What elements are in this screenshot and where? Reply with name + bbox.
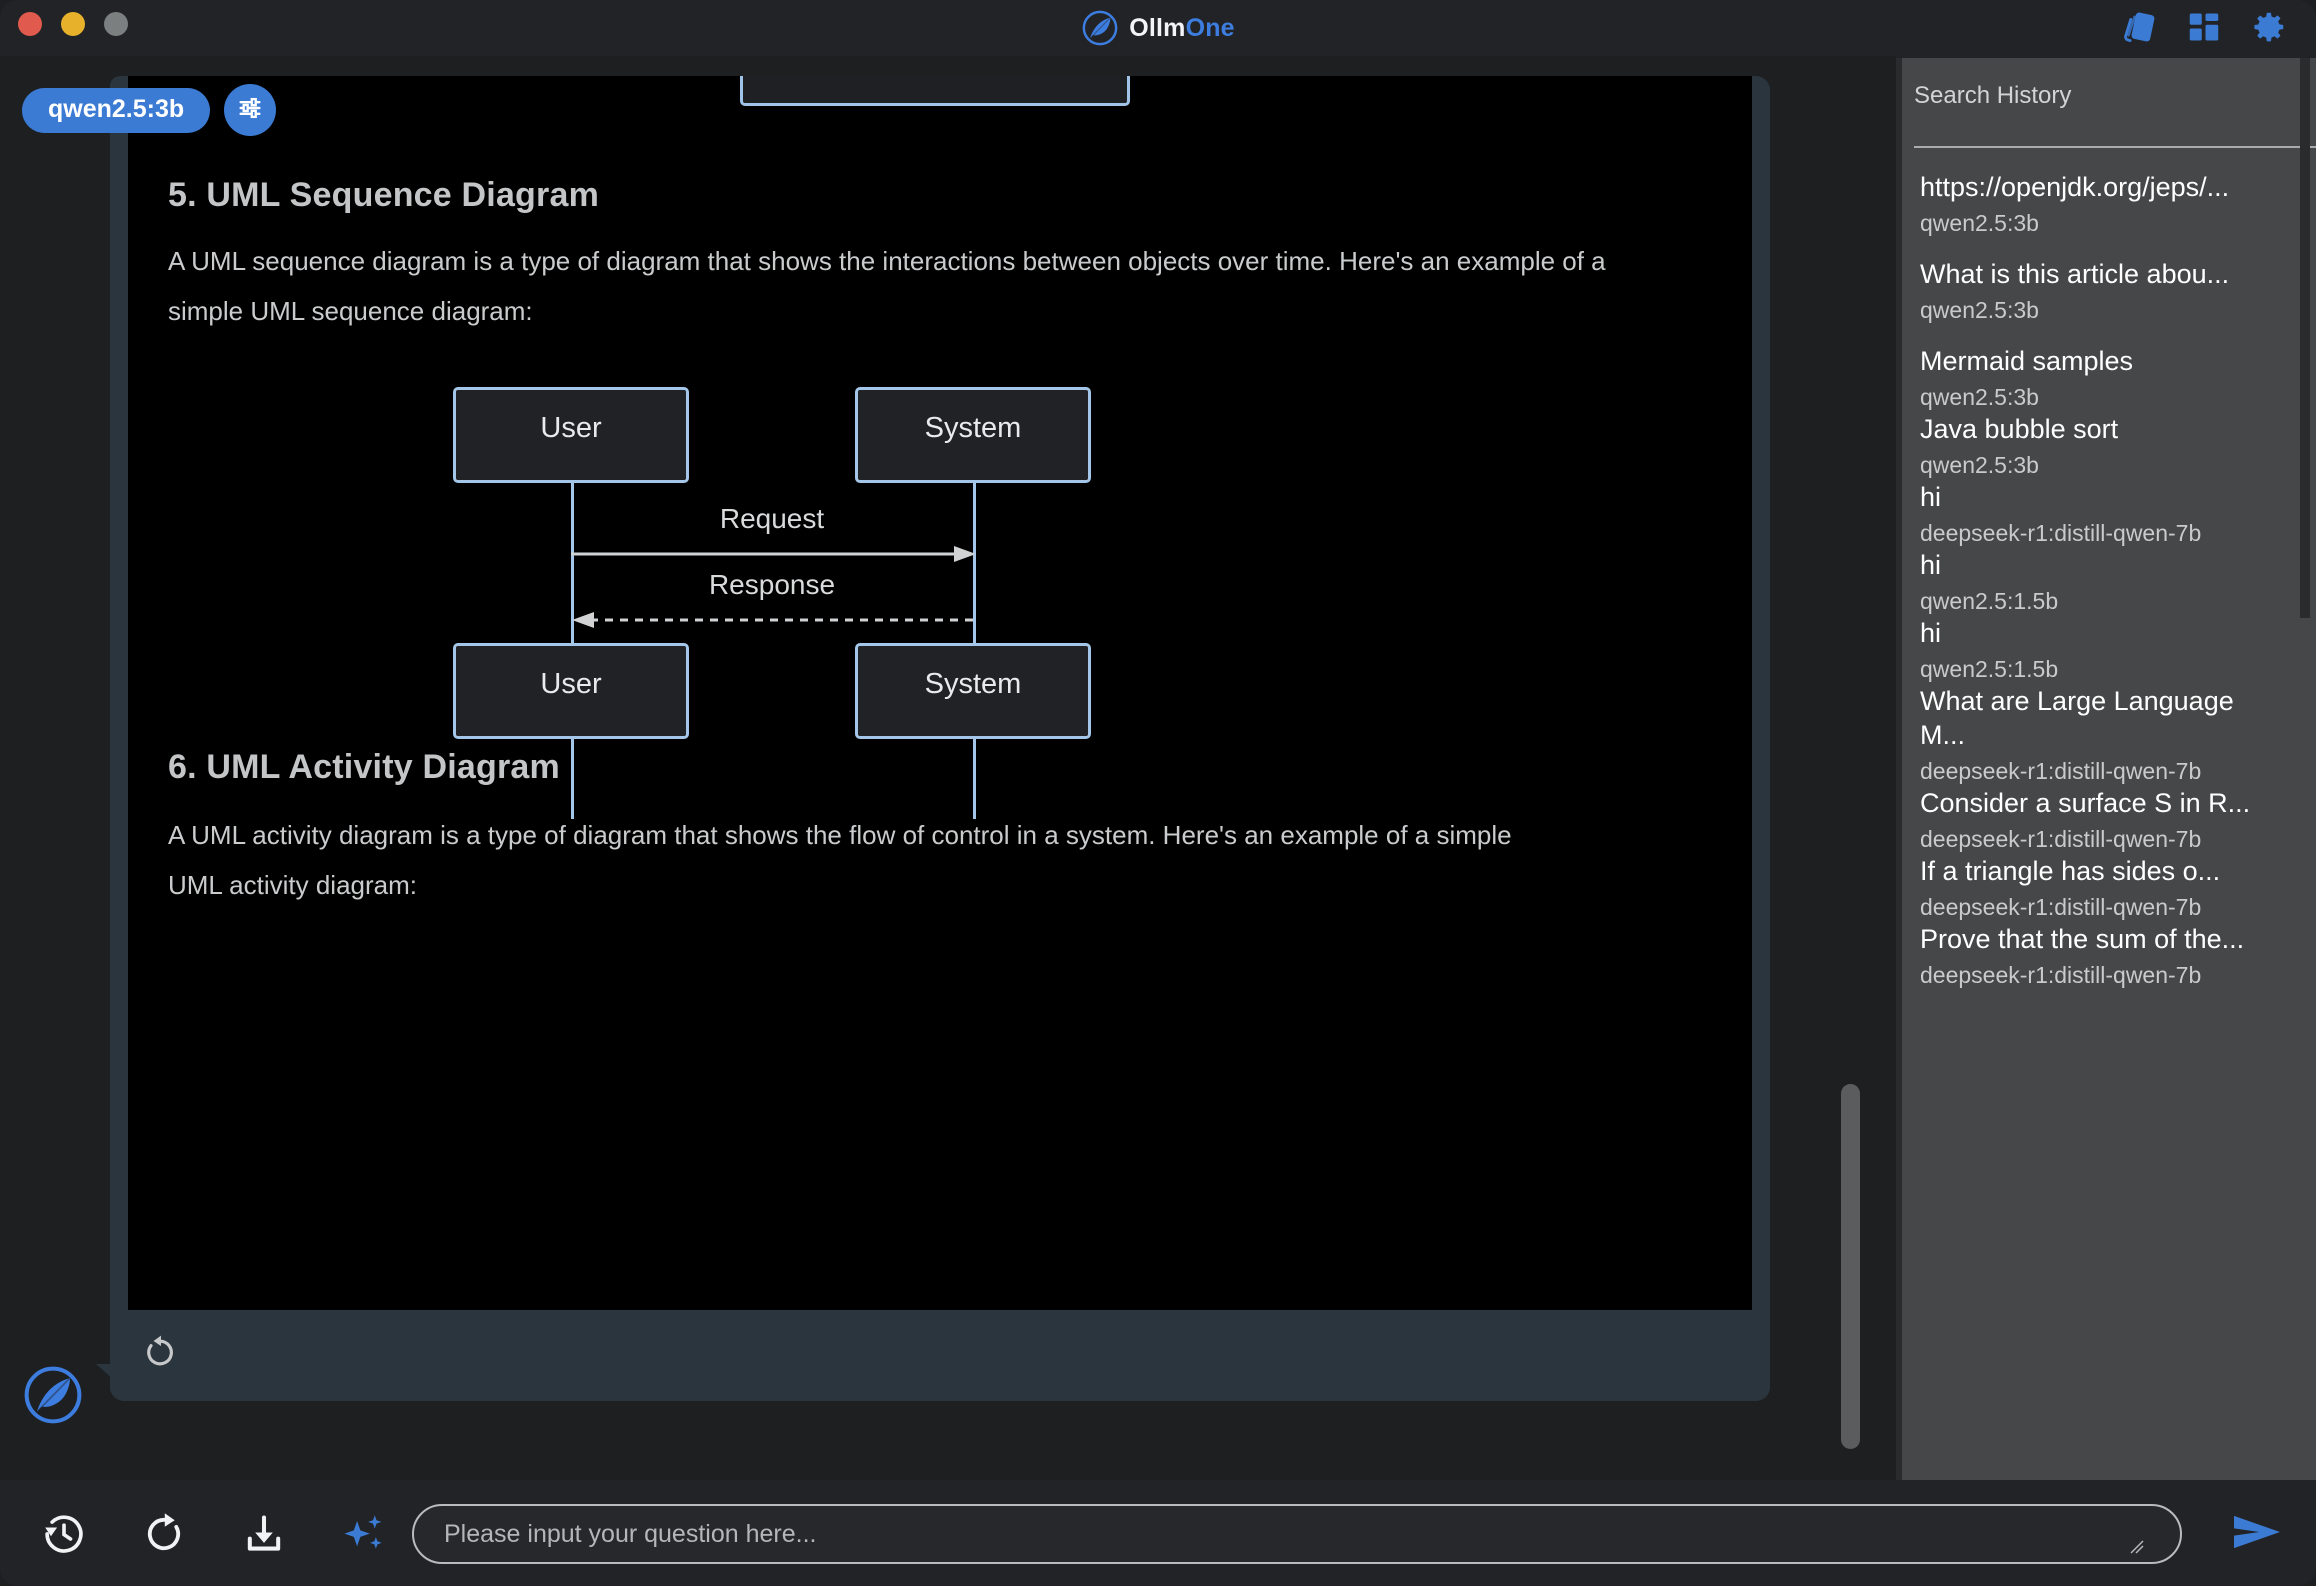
title-bar: OllmOne	[0, 0, 2316, 56]
history-item[interactable]: Consider a surface S in R... deepseek-r1…	[1920, 786, 2268, 855]
chat-scroll-area[interactable]: 5. UML Sequence Diagram A UML sequence d…	[0, 56, 1896, 1490]
history-item-query: If a triangle has sides o...	[1920, 854, 2268, 888]
participant-box-system-bottom: System	[855, 643, 1091, 739]
history-item-query: hi	[1920, 548, 2268, 582]
search-history-title: Search History	[1914, 82, 2071, 110]
section-paragraph-6: A UML activity diagram is a type of diag…	[168, 810, 1568, 910]
chat-scrollbar-track[interactable]	[1858, 56, 1880, 1490]
refresh-icon[interactable]	[138, 1508, 190, 1560]
history-item-query: Java bubble sort	[1920, 412, 2268, 446]
history-scrollbar-track[interactable]	[2303, 58, 2313, 1480]
section-heading-5: 5. UML Sequence Diagram	[168, 176, 599, 215]
message-arrow-request	[568, 543, 980, 565]
window-controls	[18, 12, 128, 36]
history-item-model: deepseek-r1:distill-qwen-7b	[1920, 824, 2268, 855]
markdown-content: 5. UML Sequence Diagram A UML sequence d…	[128, 76, 1752, 1310]
history-item-query: What is this article abou...	[1920, 257, 2268, 291]
history-item[interactable]: https://openjdk.org/jeps/... qwen2.5:3b	[1920, 170, 2268, 239]
history-item[interactable]: Prove that the sum of the... deepseek-r1…	[1920, 922, 2268, 991]
participant-box-system-top: System	[855, 387, 1091, 483]
send-arrow-icon	[2228, 1509, 2286, 1560]
participant-box-user-bottom: User	[453, 643, 689, 739]
history-item-model: qwen2.5:3b	[1920, 382, 2268, 413]
history-item-query: Mermaid samples	[1920, 344, 2268, 378]
history-item-model: qwen2.5:1.5b	[1920, 586, 2268, 617]
regenerate-icon[interactable]	[140, 1332, 180, 1372]
history-item-model: deepseek-r1:distill-qwen-7b	[1920, 892, 2268, 923]
settings-gear-icon[interactable]	[2250, 8, 2288, 46]
maximize-window-button[interactable]	[104, 12, 128, 36]
assistant-avatar	[22, 1364, 84, 1426]
bottom-toolbar	[0, 1480, 2316, 1586]
sparkles-icon[interactable]	[338, 1508, 390, 1560]
send-button[interactable]	[2226, 1506, 2288, 1562]
history-item[interactable]: Java bubble sort qwen2.5:3b	[1920, 412, 2268, 481]
history-item-query: https://openjdk.org/jeps/...	[1920, 170, 2268, 204]
previous-diagram-fragment	[740, 76, 1130, 106]
history-item-query: What are Large Language M...	[1920, 684, 2268, 752]
history-divider	[1914, 146, 2316, 148]
history-item[interactable]: hi qwen2.5:1.5b	[1920, 616, 2268, 685]
history-item-model: qwen2.5:1.5b	[1920, 654, 2268, 685]
history-item-model: qwen2.5:3b	[1920, 450, 2268, 481]
prompt-input-wrapper	[412, 1504, 2182, 1564]
model-settings-button[interactable]	[224, 84, 276, 136]
layout-grid-icon[interactable]	[2186, 9, 2222, 45]
history-item-query: hi	[1920, 480, 2268, 514]
history-item-model: qwen2.5:3b	[1920, 208, 2268, 239]
brand-accent: One	[1186, 14, 1235, 42]
history-scrollbar-thumb[interactable]	[2300, 58, 2310, 618]
section-paragraph-5: A UML sequence diagram is a type of diag…	[168, 236, 1618, 336]
tune-sliders-icon	[236, 94, 264, 127]
history-item[interactable]: hi deepseek-r1:distill-qwen-7b	[1920, 480, 2268, 549]
history-item[interactable]: If a triangle has sides o... deepseek-r1…	[1920, 854, 2268, 923]
model-selector-chip[interactable]: qwen2.5:3b	[22, 88, 210, 133]
prompt-input[interactable]	[412, 1504, 2182, 1564]
history-item[interactable]: hi qwen2.5:1.5b	[1920, 548, 2268, 617]
history-item-model: qwen2.5:3b	[1920, 295, 2268, 326]
history-item[interactable]: Mermaid samples qwen2.5:3b	[1920, 344, 2268, 413]
model-toolbar: qwen2.5:3b	[22, 84, 276, 136]
history-item[interactable]: What is this article abou... qwen2.5:3b	[1920, 257, 2268, 326]
history-list[interactable]: https://openjdk.org/jeps/... qwen2.5:3b …	[1896, 162, 2316, 1480]
participant-box-user-top: User	[453, 387, 689, 483]
message-actions	[110, 1310, 1770, 1401]
close-window-button[interactable]	[18, 12, 42, 36]
feather-logo-icon	[1081, 9, 1119, 47]
history-item-model: deepseek-r1:distill-qwen-7b	[1920, 756, 2268, 787]
message-arrow-response	[568, 609, 980, 631]
brand-primary: Ollm	[1129, 14, 1185, 42]
minimize-window-button[interactable]	[61, 12, 85, 36]
app-title: OllmOne	[1129, 14, 1235, 43]
history-item[interactable]: What are Large Language M... deepseek-r1…	[1920, 684, 2268, 787]
search-history-panel: Search History https://openjdk.org/jeps/…	[1896, 58, 2316, 1480]
theme-palette-icon[interactable]	[2120, 8, 2158, 46]
history-item-model: deepseek-r1:distill-qwen-7b	[1920, 960, 2268, 991]
bottom-toolbar-actions	[38, 1508, 390, 1560]
titlebar-actions	[2120, 8, 2288, 46]
section-heading-6: 6. UML Activity Diagram	[168, 748, 560, 787]
message-label-response: Response	[571, 569, 973, 601]
chat-scrollbar-thumb[interactable]	[1841, 1084, 1860, 1449]
app-brand: OllmOne	[0, 0, 2316, 56]
history-item-query: hi	[1920, 616, 2268, 650]
assistant-message-bubble: 5. UML Sequence Diagram A UML sequence d…	[110, 76, 1770, 1401]
history-icon[interactable]	[38, 1508, 90, 1560]
history-item-query: Prove that the sum of the...	[1920, 922, 2268, 956]
history-item-model: deepseek-r1:distill-qwen-7b	[1920, 518, 2268, 549]
message-label-request: Request	[571, 503, 973, 535]
history-item-query: Consider a surface S in R...	[1920, 786, 2268, 820]
download-icon[interactable]	[238, 1508, 290, 1560]
